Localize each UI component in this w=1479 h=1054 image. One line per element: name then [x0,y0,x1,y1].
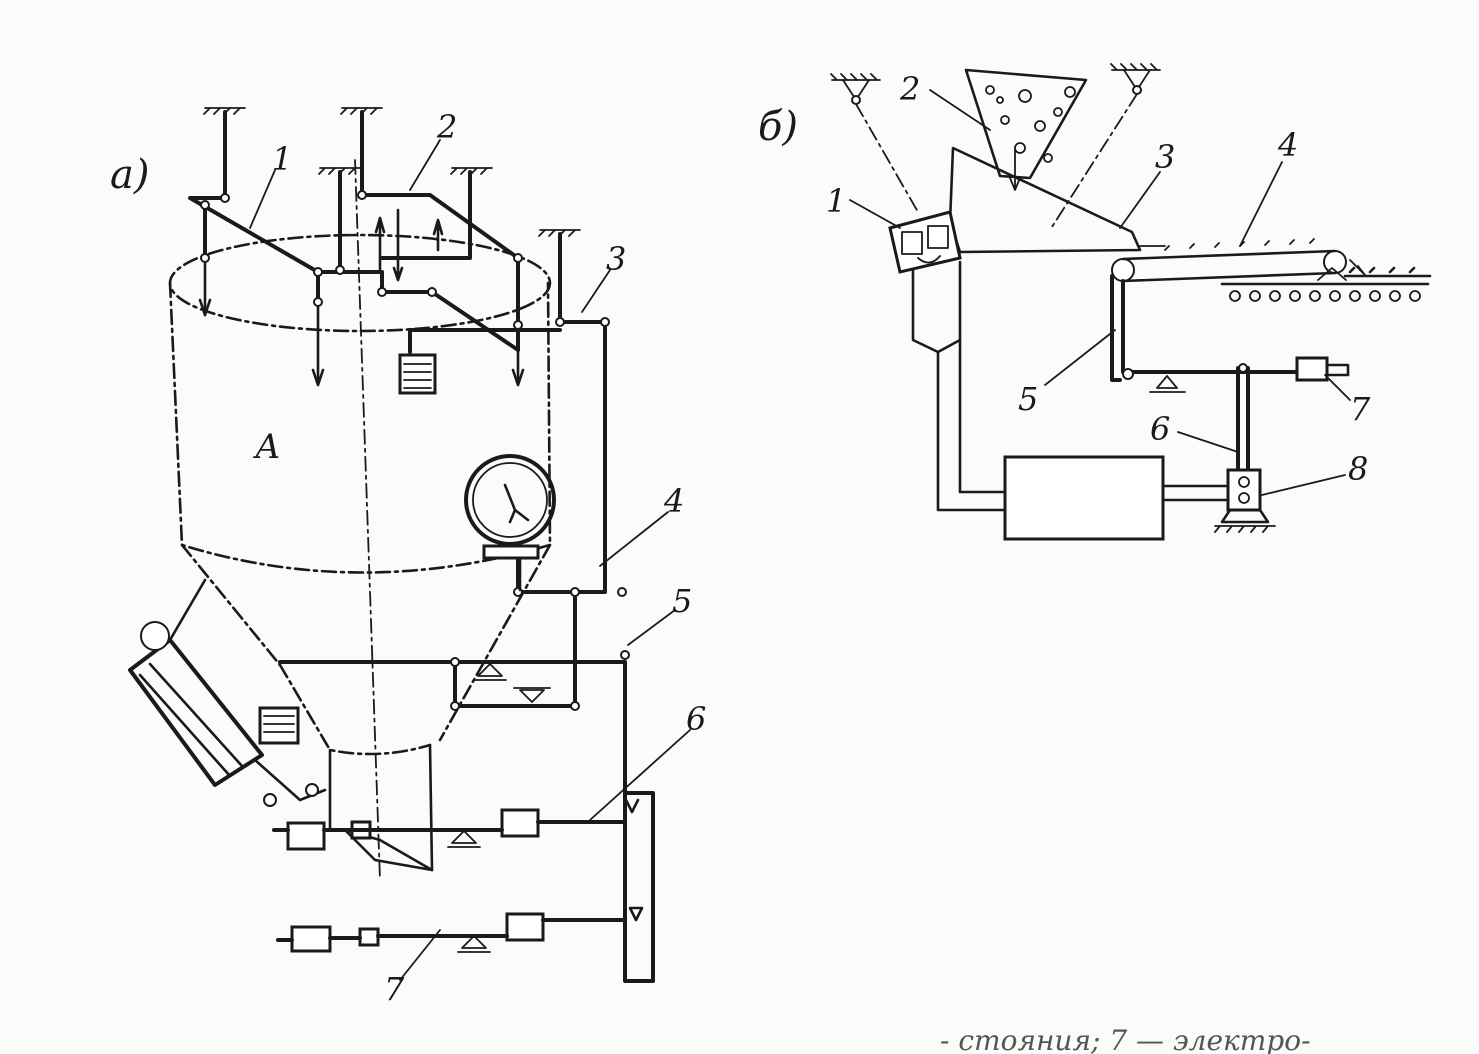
callout-b-4: 4 [1277,126,1298,164]
lever-system-a [188,110,525,387]
vibrator-b [888,210,1007,512]
callout-a-6: 6 [686,700,706,738]
trough-b [948,146,1142,254]
ground-symbols-a [203,107,581,237]
callout-a-7: 7 [384,970,405,1008]
callout-b-3: 3 [1155,138,1175,176]
conveyor-b [1111,238,1432,302]
callout-a-5: 5 [672,582,692,620]
callout-b-6: 6 [1150,410,1170,448]
diagram-a: а) А 1 2 3 4 5 6 7 [110,107,706,1008]
callout-b-2: 2 [899,70,920,108]
gauge-a [464,454,556,592]
indicator-box-lower-a [258,706,300,745]
ground-symbols-b [830,63,1161,231]
cylinder-a [128,578,327,807]
callout-b-1: 1 [826,182,846,220]
lever-6-a [272,791,655,983]
panel-label-b: б) [758,104,798,150]
leaders-b [849,89,1351,496]
panel-label-a: а) [110,152,149,198]
diagram-b: б) 1 2 3 4 5 6 7 8 [758,63,1432,541]
callout-a-1: 1 [272,140,292,178]
lever-frame-b [1110,274,1350,533]
callout-b-7: 7 [1350,390,1371,428]
callout-b-5: 5 [1018,380,1038,418]
callout-b-8: 8 [1348,450,1368,488]
callout-a-4: 4 [663,482,684,520]
leaders-a [249,139,691,981]
linkage-345-a [278,232,630,822]
callout-a-2: 2 [436,108,457,146]
indicator-box-a [398,353,437,395]
vessel-a [168,159,552,881]
vessel-label: А [253,427,281,467]
lever-7-a [276,912,627,953]
control-unit-b [1003,455,1165,541]
caption-fragment: - стояния; 7 — электро- [940,1024,1311,1054]
callout-a-3: 3 [606,240,626,278]
hopper-b [964,68,1088,180]
hopper-pellets [985,85,1076,163]
